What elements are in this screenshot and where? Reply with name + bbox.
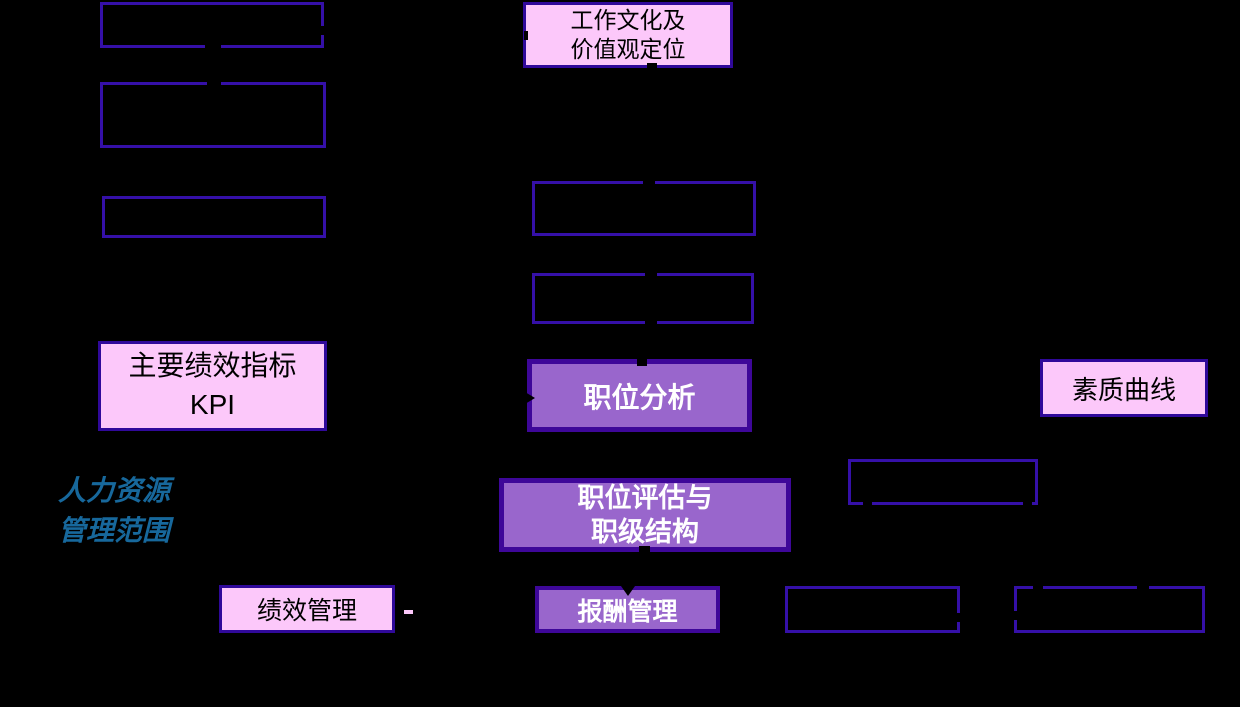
border-gap [643,181,655,186]
border-gap [955,613,960,622]
box-job-analysis: 职位分析 [525,359,752,432]
border-gap [205,43,221,48]
hr-scope-label: 人力资源 管理范围 [58,472,170,552]
box-label: 主要绩效指标 [128,351,297,382]
box-quality-curve: 素质曲线 [1040,359,1208,417]
empty-box-top-left [100,2,324,48]
border-gap [645,319,657,324]
box-label: KPI [189,389,236,420]
box-kpi: 主要绩效指标 KPI [98,341,327,431]
border-gap [637,359,647,366]
border-gap [207,82,221,87]
border-gap [647,63,657,68]
box-job-evaluation: 职位评估与 职级结构 [499,478,791,552]
empty-box-left-middle [100,82,326,148]
empty-box-bottom-pair-left [785,586,960,633]
box-label: 价值观定位 [570,37,686,62]
box-label: 职位评估与 [577,483,713,513]
border-gap [1137,586,1149,591]
hr-scope-line: 管理范围 [58,516,171,547]
connector-fragment [404,610,413,614]
box-label: 工作文化及 [570,8,686,33]
empty-box-bottom-pair-right [1014,586,1205,633]
connector-arrowhead-down-icon [621,586,635,596]
box-compensation-management: 报酬管理 [535,586,720,633]
border-gap [319,26,324,35]
box-label: 素质曲线 [1071,375,1176,405]
empty-box-left-lower [102,196,326,238]
empty-box-center-lower [532,273,754,324]
border-gap [524,31,528,40]
box-work-culture: 工作文化及 价值观定位 [523,2,733,68]
border-gap [1033,586,1043,591]
box-label: 职位分析 [583,381,696,413]
empty-box-center-upper [532,181,756,236]
border-gap [1023,500,1032,505]
border-gap [863,500,872,505]
border-gap [1014,611,1019,620]
empty-box-right-middle [848,459,1038,505]
box-label: 报酬管理 [577,597,678,626]
box-label: 职级结构 [591,517,699,547]
box-label: 绩效管理 [256,598,357,625]
border-gap [639,546,650,552]
border-gap [645,273,657,278]
connector-arrowhead-right-icon [525,392,535,404]
box-performance-management: 绩效管理 [219,585,395,633]
hr-scope-line: 人力资源 [58,476,171,507]
